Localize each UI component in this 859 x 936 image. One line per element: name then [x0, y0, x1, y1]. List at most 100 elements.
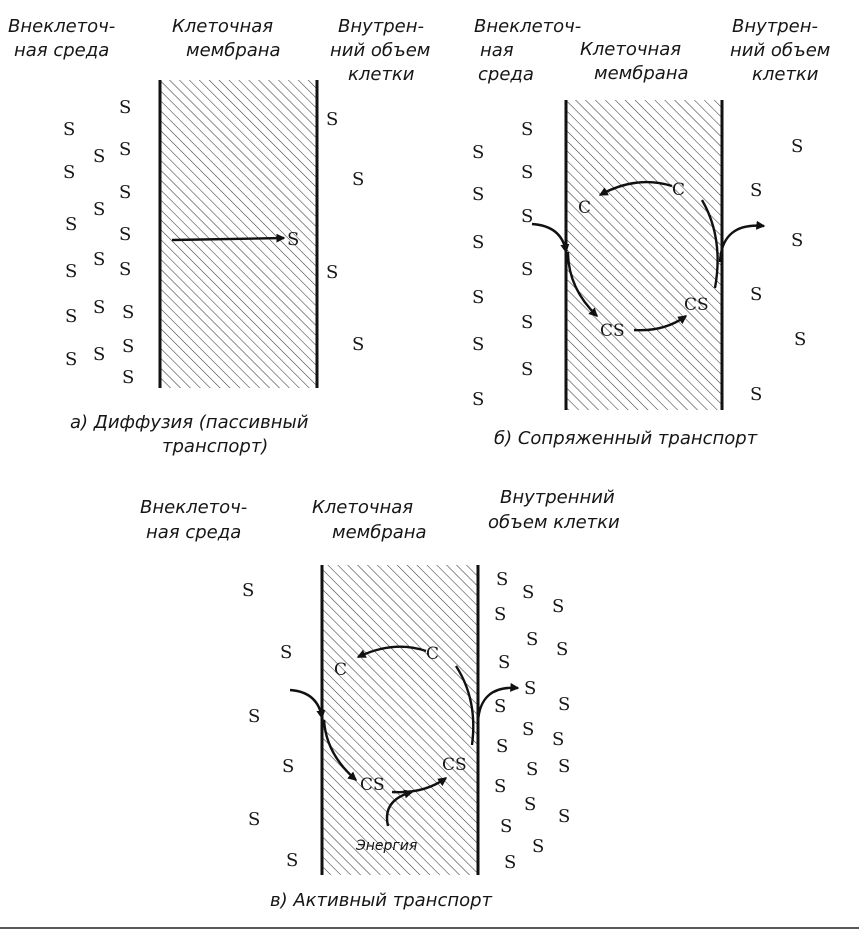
molecule-s: S [326, 262, 338, 283]
molecule-s: S [522, 582, 534, 603]
molecule-s: S [122, 302, 134, 323]
molecule-s: S [521, 162, 533, 183]
label-inside-a: Внутрен- ний объем клетки [330, 16, 436, 85]
molecule-s: S [750, 284, 762, 305]
molecule-s: S [472, 389, 484, 410]
carrier-down-arrow-c [322, 719, 358, 781]
carrier-cs-b: CS [684, 295, 709, 315]
molecule-s: S [496, 736, 508, 757]
molecule-s: S [65, 214, 77, 235]
carrier-c-c: C [334, 660, 347, 680]
molecule-s: S [556, 639, 568, 660]
carrier-up-arrow-c [454, 665, 475, 746]
molecule-s: S [521, 312, 533, 333]
carrier-return-arrow-b [598, 180, 673, 197]
molecule-s: S [93, 199, 105, 220]
molecule-s: S [750, 384, 762, 405]
molecule-s: S [93, 249, 105, 270]
molecule-s: S [496, 569, 508, 590]
label-inside-c: Внутренний объем клетки [488, 487, 620, 533]
molecule-s: S [119, 182, 131, 203]
molecule-s: S [326, 109, 338, 130]
molecule-s: S [524, 678, 536, 699]
figure-coupled-transport: Внеклеточ- ная среда Клеточная мембрана … [472, 16, 836, 449]
molecule-s: S [472, 142, 484, 163]
carrier-return-arrow-c [356, 645, 427, 659]
carrier-across-arrow-b [633, 315, 688, 332]
carrier-cs-c: CS [360, 775, 385, 795]
label-inside-b: Внутрен- ний объем клетки [730, 16, 836, 85]
molecule-s: S [287, 229, 299, 250]
molecule-s: S [494, 604, 506, 625]
molecule-s: S [522, 719, 534, 740]
molecule-s: S [472, 232, 484, 253]
molecule-s: S [794, 329, 806, 350]
carrier-c-b: C [578, 198, 591, 218]
caption-c: в) Активный транспорт [270, 890, 493, 911]
caption-a: а) Диффузия (пассивный транспорт) [70, 412, 314, 457]
molecule-s: S [521, 359, 533, 380]
molecule-s: S [521, 119, 533, 140]
molecule-s: S [791, 230, 803, 251]
substrate-entry-arrow-c [289, 688, 326, 720]
carrier-down-arrow-b [566, 251, 598, 317]
molecule-s: S [65, 261, 77, 282]
carrier-cs-b: CS [600, 321, 625, 341]
molecules-a: S S S S S S S S S S S S S S S S S S S S … [63, 97, 364, 388]
membrane-band-b [566, 100, 722, 410]
molecule-s: S [63, 119, 75, 140]
substrate-release-arrow-b [718, 220, 766, 263]
molecule-s: S [472, 184, 484, 205]
molecule-s: S [352, 169, 364, 190]
molecule-s: S [472, 287, 484, 308]
molecule-s: S [65, 306, 77, 327]
molecule-s: S [122, 367, 134, 388]
molecule-s: S [532, 836, 544, 857]
molecule-s: S [558, 694, 570, 715]
label-membrane-b: Клеточная мембрана [580, 39, 689, 84]
molecule-s: S [280, 642, 292, 663]
label-membrane-c: Клеточная мембрана [312, 497, 427, 543]
molecule-s: S [526, 629, 538, 650]
molecule-s: S [498, 652, 510, 673]
label-membrane-a: Клеточная мембрана [172, 16, 281, 61]
molecules-c: S S S S S S S S S S S S S S S S S S S S … [242, 569, 570, 873]
molecule-s: S [119, 224, 131, 245]
molecule-s: S [521, 206, 533, 227]
energy-input-arrow [385, 789, 414, 827]
carrier-up-arrow-b [700, 199, 719, 289]
molecule-s: S [524, 794, 536, 815]
label-outside-c: Внеклеточ- ная среда [140, 497, 253, 543]
molecule-s: S [286, 850, 298, 871]
molecule-s: S [500, 816, 512, 837]
molecule-s: S [242, 580, 254, 601]
molecule-s: S [93, 297, 105, 318]
molecule-s: S [558, 756, 570, 777]
carrier-cs-c: CS [442, 755, 467, 775]
molecule-s: S [521, 259, 533, 280]
molecule-s: S [494, 696, 506, 717]
molecule-s: S [119, 139, 131, 160]
carrier-c-b: C [672, 180, 685, 200]
molecule-s: S [282, 756, 294, 777]
molecule-s: S [65, 349, 77, 370]
figure-diffusion: Внеклеточ- ная среда Клеточная мембрана … [8, 16, 436, 457]
molecules-b: S S S S S S S S S S S S S S S S S S [472, 119, 806, 410]
molecule-s: S [552, 596, 564, 617]
carrier-across-arrow-c [391, 777, 448, 794]
molecule-s: S [526, 759, 538, 780]
substrate-release-arrow-c [476, 682, 520, 723]
molecule-s: S [750, 180, 762, 201]
molecule-s: S [248, 706, 260, 727]
label-outside-b: Внеклеточ- ная среда [474, 16, 587, 85]
figure-active-transport: Внеклеточ- ная среда Клеточная мембрана … [140, 487, 620, 911]
molecule-s: S [119, 259, 131, 280]
substrate-entry-arrow-b [531, 222, 570, 254]
membrane-band-a [160, 80, 317, 388]
molecule-s: S [504, 852, 516, 873]
molecule-s: S [494, 776, 506, 797]
molecule-s: S [122, 336, 134, 357]
molecule-s: S [791, 136, 803, 157]
molecule-s: S [93, 146, 105, 167]
